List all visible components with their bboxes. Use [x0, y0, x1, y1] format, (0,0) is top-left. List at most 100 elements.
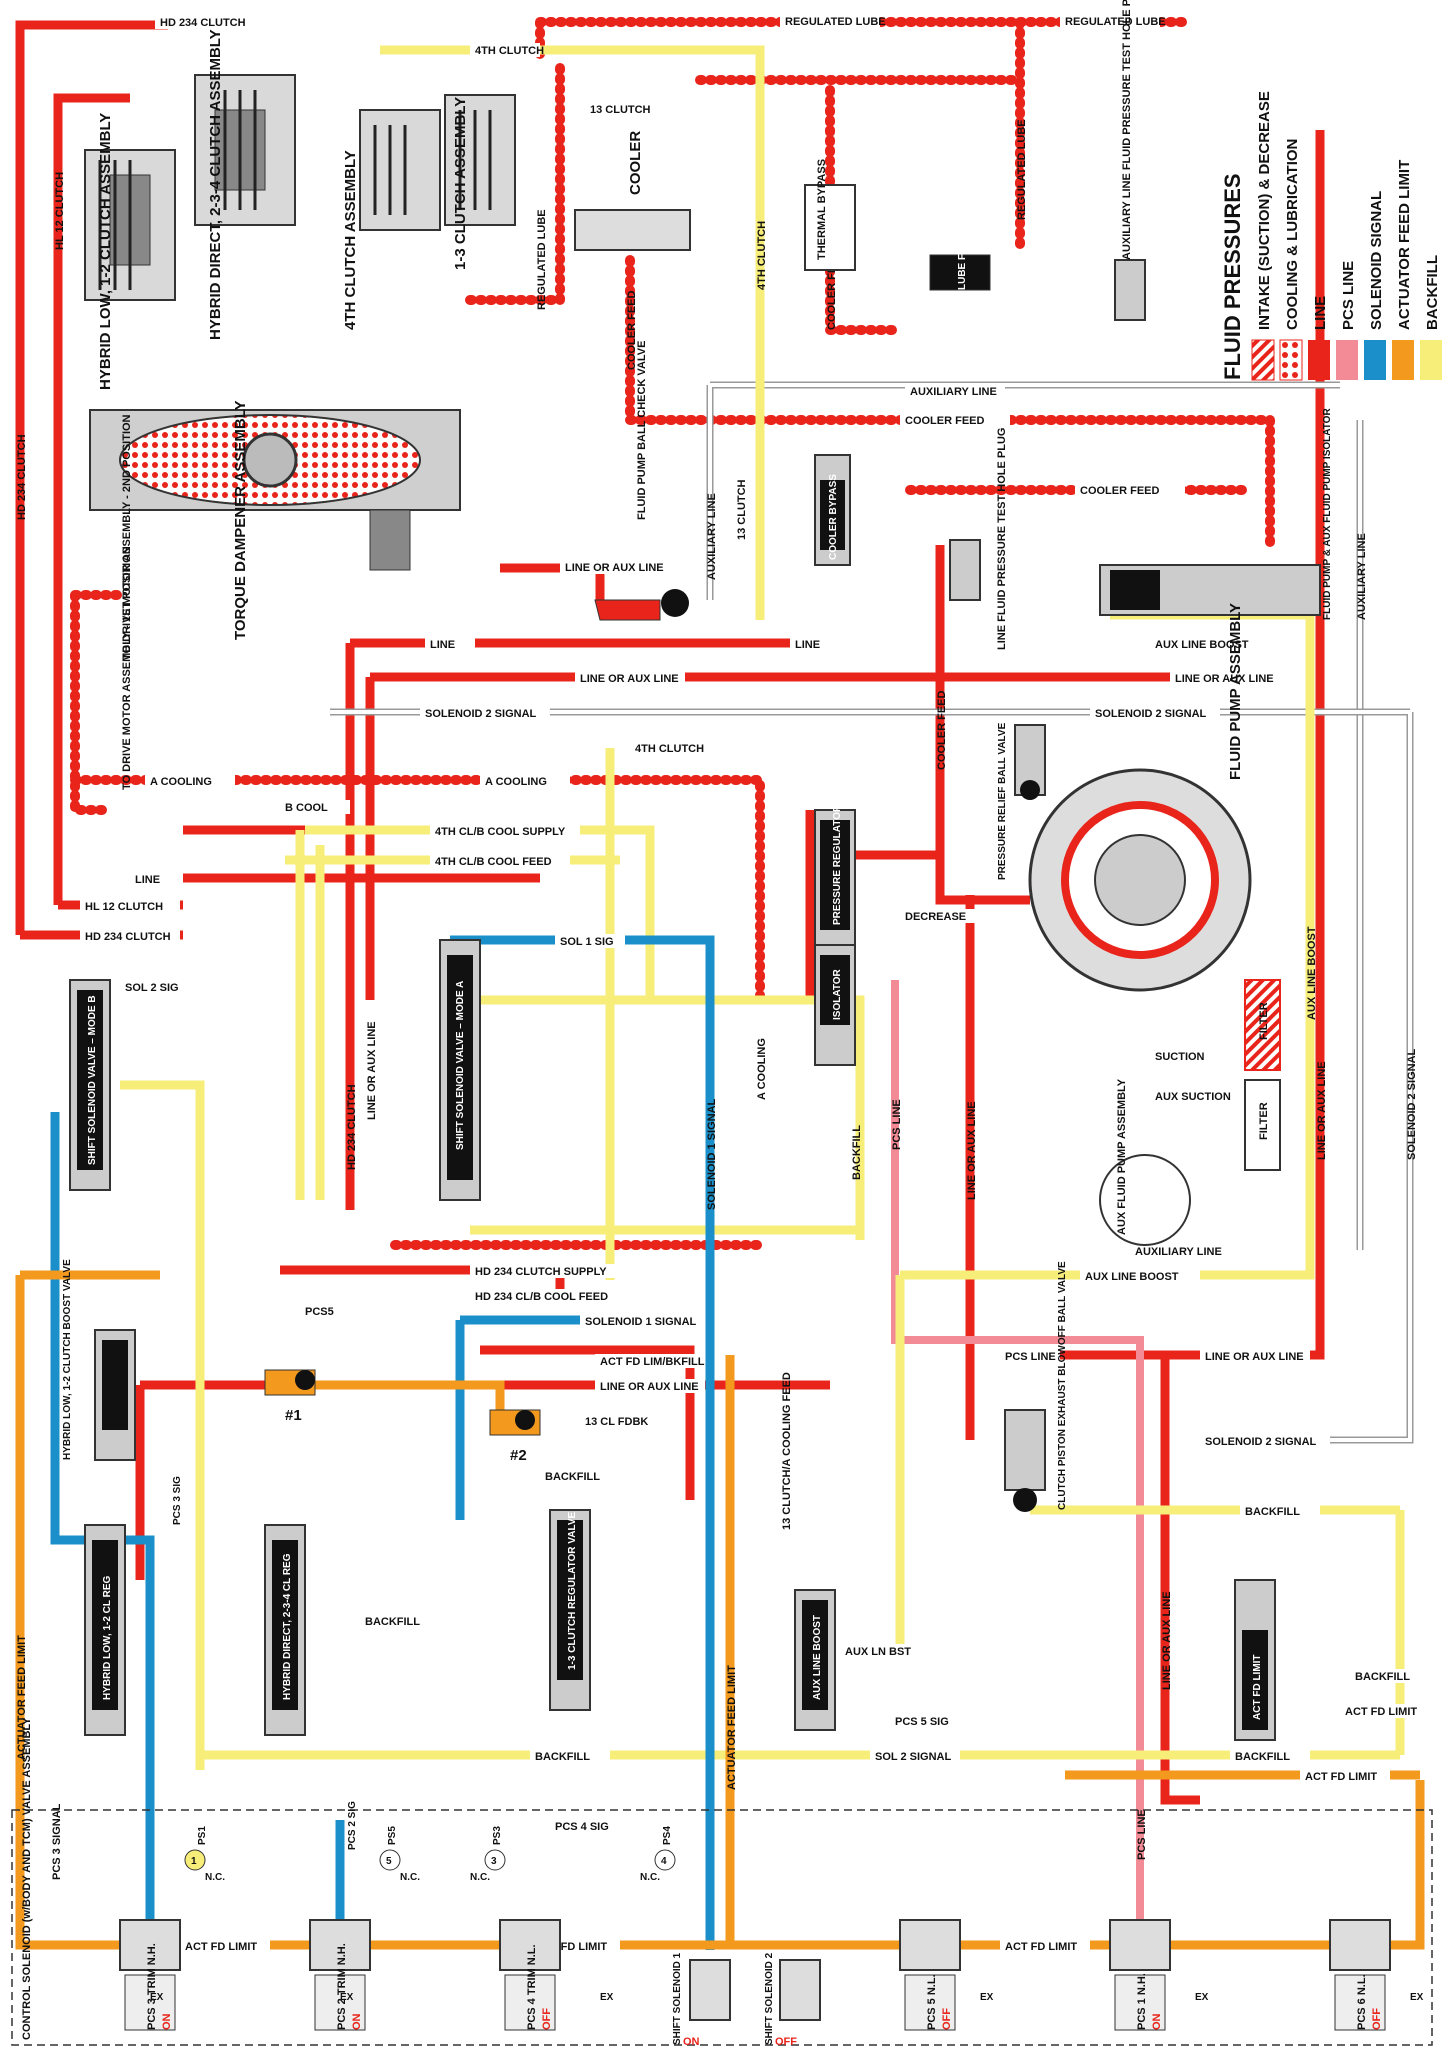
solenoid-pcs1-state: ON — [1151, 2013, 1163, 2030]
torque-dampener-assembly: TORQUE DAMPENER ASSEMBLY — [89, 401, 461, 640]
label-actuator-feed-limit-vertical: ACTUATOR FEED LIMIT — [16, 1635, 28, 1760]
nc-1: N.C. — [205, 1872, 225, 1883]
solenoid-pcs3-name: PCS 3 TRIM N.H. — [146, 1943, 158, 2030]
label-act-fd-limit-b3: ACT FD LIMIT — [185, 1941, 257, 1953]
nc-3: N.C. — [470, 1872, 490, 1883]
hybrid-direct-clutch-assembly: HYBRID DIRECT, 2-3-4 CLUTCH ASSEMBLY — [194, 29, 296, 340]
solenoid-pcs4: PCS 4 TRIM N.L. OFF — [499, 1919, 561, 2031]
label-13-cl-fdbk: 13 CL FDBK — [585, 1416, 648, 1428]
line-passage-right — [935, 545, 1030, 1440]
act-fd-limit-label: ACT FD LIMIT — [1252, 1654, 1263, 1720]
thermal-bypass-label: THERMAL BYPASS — [816, 159, 828, 260]
label-solenoid-1-signal: SOLENOID 1 SIGNAL — [585, 1316, 697, 1328]
label-hd234-clutch-vertical2: HD 234 CLUTCH — [346, 1084, 358, 1170]
fluid-pump-assembly: FLUID PUMP ASSEMBLY — [1028, 603, 1252, 992]
label-4th-clutch-mid: 4TH CLUTCH — [635, 743, 704, 755]
solenoid-pcs1-name: PCS 1 N.H. — [1136, 1973, 1148, 2030]
legend-label-backfill: BACKFILL — [1424, 255, 1441, 330]
label-line-or-aux-top: LINE OR AUX LINE — [565, 562, 664, 574]
fluid-pump-label: FLUID PUMP ASSEMBLY — [1227, 603, 1244, 780]
label-aux-line-boost-vertical: AUX LINE BOOST — [1306, 926, 1318, 1020]
solenoid-pcs6-name: PCS 6 N.L. — [1356, 1974, 1368, 2030]
label-a-cooling-2: A COOLING — [485, 776, 547, 788]
label-sol1-sig: SOL 1 SIG — [560, 936, 614, 948]
cooler-bypass-valve: COOLER BYPASS — [814, 454, 851, 566]
marker-3: 3 — [491, 1856, 497, 1867]
pressure-regulator-label: PRESSURE REGULATOR VALVE — [832, 770, 843, 925]
label-backfill-2: BACKFILL — [1245, 1506, 1300, 1518]
label-regulated-lube-vertical: REGULATED LUBE — [536, 209, 548, 310]
check-balls: #1 #2 — [264, 1369, 541, 1464]
label-hd234-clutch-top: HD 234 CLUTCH — [160, 17, 246, 29]
filter-main: FILTER — [1244, 979, 1281, 1071]
regulator-isolator-label: ISOLATOR — [832, 968, 843, 1020]
legend-swatch-cooling — [1279, 339, 1303, 381]
shift-solenoid-1-name: SHIFT SOLENOID 1 — [672, 1952, 683, 2045]
label-sol2-signal: SOL 2 SIGNAL — [875, 1751, 951, 1763]
line-13cl — [480, 1345, 695, 1500]
one-three-clutch-label: 1-3 CLUTCH ASSEMBLY — [452, 97, 469, 270]
shift-solenoid-1-state: ON — [683, 2036, 700, 2048]
solenoid-pcs5-name: PCS 5 N.L. — [926, 1974, 938, 2030]
label-line-or-aux-3: LINE OR AUX LINE — [1175, 673, 1274, 685]
ex-pcs3: EX — [150, 1992, 164, 2003]
line-or-aux-low — [1160, 1355, 1200, 1805]
line-test-hole-plug: LINE FLUID PRESSURE TEST HOLE PLUG — [949, 428, 1008, 650]
fluid-pump-check-label: FLUID PUMP BALL CHECK VALVE — [636, 341, 648, 520]
label-hd234-clutch-left: HD 234 CLUTCH — [85, 931, 171, 943]
hl12-reg-label: HYBRID LOW, 1-2 CL REG — [102, 1576, 113, 1700]
filter-aux: FILTER — [1244, 1079, 1281, 1171]
legend-label-actuator: ACTUATOR FEED LIMIT — [1396, 160, 1413, 330]
line-or-aux-passage — [365, 672, 1240, 1000]
label-13-clutch-vertical: 13 CLUTCH — [736, 479, 748, 540]
solenoid-pcs5: PCS 5 N.L. OFF — [899, 1919, 961, 2031]
hd234-reg-label: HYBRID DIRECT, 2-3-4 CL REG — [282, 1553, 293, 1700]
shift-valve-a-label: SHIFT SOLENOID VALVE – MODE A — [455, 981, 466, 1150]
aux-test-plug-label: AUXILIARY LINE FLUID PRESSURE TEST HOLE … — [1121, 0, 1133, 260]
fourth-clutch-assembly: 4TH CLUTCH ASSEMBLY — [342, 109, 441, 330]
backfill-shift-valve — [120, 830, 325, 1770]
act-fd-limit-valve: ACT FD LIMIT — [1234, 1579, 1276, 1741]
filter-label-1: FILTER — [1258, 1002, 1270, 1040]
drive-motor-1-label: TO DRIVE MOTOR ASSEMBLY - 1ST POSITION — [121, 546, 133, 790]
filter-label-2: FILTER — [1258, 1102, 1270, 1140]
shift-solenoid-2-name: SHIFT SOLENOID 2 — [764, 1952, 775, 2045]
ex-pcs6: EX — [1410, 1992, 1424, 2003]
label-sol2-sig: SOL 2 SIG — [125, 982, 179, 994]
ex-pcs2: EX — [340, 1992, 354, 2003]
solenoid-pcs4-name: PCS 4 TRIM N.L. — [526, 1944, 538, 2030]
legend-label-intake: INTAKE (SUCTION) & DECREASE — [1256, 91, 1273, 330]
drive-motor-2-label: TO DRIVE MOTOR ASSEMBLY - 2ND POSITION — [121, 414, 133, 660]
label-cooler-feed-1: COOLER FEED — [905, 415, 985, 427]
label-4th-clutch-top: 4TH CLUTCH — [475, 45, 544, 57]
label-act-fd-limit-r2: ACT FD LIMIT — [1305, 1771, 1377, 1783]
line-pcs — [891, 980, 1144, 1960]
line-passages — [15, 17, 1425, 1960]
aux-line-boost-valve: AUX LINE BOOST — [794, 1589, 836, 1731]
label-act-fd-limit-b2: ACT FD LIMIT — [1005, 1941, 1077, 1953]
label-cooler-fd-vertical: COOLER FD — [826, 265, 838, 330]
label-act-fd-limit-r1: ACT FD LIMIT — [1345, 1706, 1417, 1718]
ex-pcs5: EX — [980, 1992, 994, 2003]
label-line-or-aux-2: LINE OR AUX LINE — [580, 673, 679, 685]
label-decrease: DECREASE — [905, 911, 966, 923]
pressure-relief-label: PRESSURE RELIEF BALL VALVE — [997, 722, 1008, 880]
legend-swatch-pcs — [1336, 340, 1358, 380]
check-ball-1: #1 — [285, 1407, 302, 1424]
one-three-reg-label: 1-3 CLUTCH REGULATOR VALVE — [567, 1512, 578, 1670]
label-cooler-feed-2: COOLER FEED — [1080, 485, 1160, 497]
label-suction: SUCTION — [1155, 1051, 1205, 1063]
marker-5: 5 — [386, 1856, 392, 1867]
fluid-pump-isolator: FLUID PUMP & AUX FLUID PUMP ISOLATOR — [1099, 408, 1333, 620]
pcs2-sig-label: PCS 2 SIG — [347, 1801, 358, 1850]
legend-label-line: LINE — [1312, 296, 1329, 330]
label-hd234-clutch-supply: HD 234 CLUTCH SUPPLY — [475, 1266, 607, 1278]
label-auxiliary-line-2: AUXILIARY LINE — [1135, 1246, 1222, 1258]
label-pcs5: PCS5 — [305, 1306, 334, 1318]
hybrid-direct-label: HYBRID DIRECT, 2-3-4 CLUTCH ASSEMBLY — [207, 29, 224, 340]
ps5-label: PS5 — [387, 1826, 398, 1845]
label-solenoid-2-signal-1: SOLENOID 2 SIGNAL — [425, 708, 537, 720]
thermal-bypass: THERMAL BYPASS — [804, 159, 856, 271]
hybrid-low-label: HYBRID LOW, 1-2 CLUTCH ASSEMBLY — [97, 113, 114, 390]
